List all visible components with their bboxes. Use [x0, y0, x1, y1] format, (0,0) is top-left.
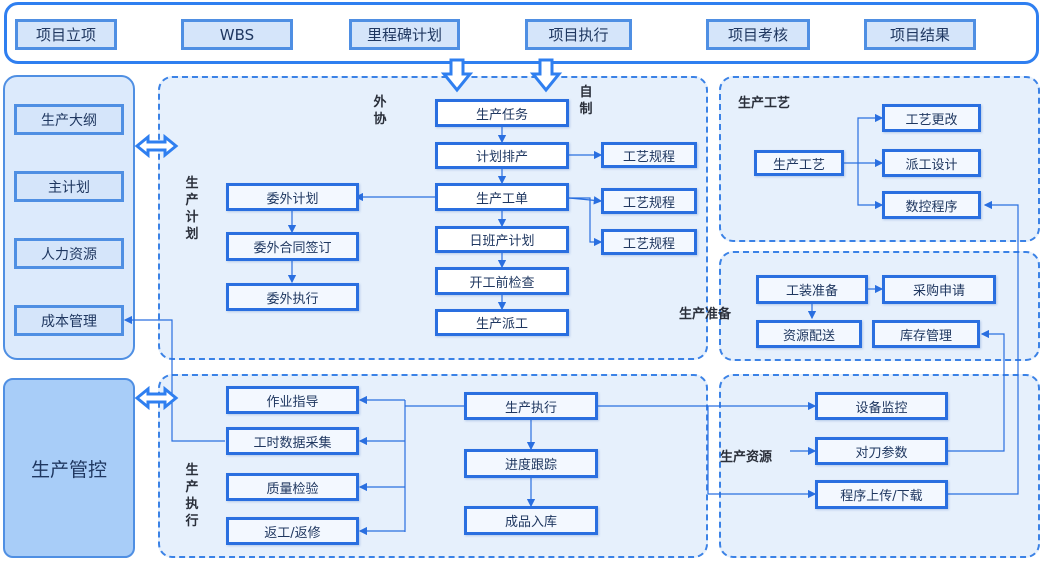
node-production-execution[interactable]: 生产执行 — [464, 392, 598, 420]
left-item-production-outline[interactable]: 生产大纲 — [14, 104, 124, 135]
outsource-label: 外协 — [373, 95, 387, 127]
node-resource-delivery[interactable]: 资源配送 — [756, 320, 862, 348]
nav-wbs[interactable]: WBS — [181, 19, 293, 50]
node-outsource-contract[interactable]: 委外合同签订 — [226, 232, 359, 261]
nav-project-initiation[interactable]: 项目立项 — [15, 19, 117, 50]
left-item-human-resources[interactable]: 人力资源 — [14, 238, 124, 269]
node-work-instruction[interactable]: 作业指导 — [226, 386, 359, 414]
node-production-process[interactable]: 生产工艺 — [754, 150, 844, 176]
node-equipment-monitoring[interactable]: 设备监控 — [815, 392, 948, 420]
node-dispatch-design[interactable]: 派工设计 — [882, 149, 981, 177]
node-production-order[interactable]: 生产工单 — [435, 183, 569, 211]
self-made-label: 自制 — [579, 85, 593, 117]
production-prep-label: 生产准备 — [679, 307, 732, 322]
production-plan-panel — [158, 76, 708, 360]
node-program-upload-download[interactable]: 程序上传/下载 — [815, 480, 948, 509]
production-resource-label: 生产资源 — [720, 450, 773, 465]
left-item-master-plan[interactable]: 主计划 — [14, 171, 124, 202]
node-tool-setting-parameters[interactable]: 对刀参数 — [815, 437, 948, 465]
node-purchase-request[interactable]: 采购申请 — [882, 275, 996, 304]
nav-project-assessment[interactable]: 项目考核 — [706, 19, 810, 50]
node-quality-inspection[interactable]: 质量检验 — [226, 473, 359, 501]
node-rework-repair[interactable]: 返工/返修 — [226, 517, 359, 545]
node-outsource-execution[interactable]: 委外执行 — [226, 283, 359, 311]
node-tooling-prep[interactable]: 工装准备 — [756, 275, 868, 304]
node-process-spec-1[interactable]: 工艺规程 — [601, 142, 697, 168]
node-inventory-management[interactable]: 库存管理 — [872, 320, 980, 348]
node-process-spec-3[interactable]: 工艺规程 — [601, 229, 697, 255]
nav-milestone-plan[interactable]: 里程碑计划 — [349, 19, 460, 50]
production-control-block[interactable]: 生产管控 — [3, 378, 135, 558]
node-outsource-plan[interactable]: 委外计划 — [226, 183, 359, 211]
node-work-hour-collection[interactable]: 工时数据采集 — [226, 427, 359, 455]
node-progress-tracking[interactable]: 进度跟踪 — [464, 449, 598, 478]
production-process-label: 生产工艺 — [738, 96, 791, 111]
node-process-change[interactable]: 工艺更改 — [882, 104, 981, 132]
nav-project-result[interactable]: 项目结果 — [864, 19, 976, 50]
node-daily-shift-plan[interactable]: 日班产计划 — [435, 226, 569, 253]
node-production-task[interactable]: 生产任务 — [435, 99, 569, 127]
node-planning-schedule[interactable]: 计划排产 — [435, 142, 569, 169]
node-process-spec-2[interactable]: 工艺规程 — [601, 188, 697, 214]
left-item-cost-management[interactable]: 成本管理 — [14, 305, 124, 336]
production-plan-label: 生产计划 — [185, 176, 199, 242]
node-pre-start-check[interactable]: 开工前检查 — [435, 267, 569, 295]
nav-project-execution[interactable]: 项目执行 — [525, 19, 632, 50]
node-nc-program[interactable]: 数控程序 — [882, 191, 981, 219]
node-finished-goods-storage[interactable]: 成品入库 — [464, 506, 598, 535]
node-production-dispatch[interactable]: 生产派工 — [435, 309, 569, 336]
production-exec-label: 生产执行 — [185, 463, 199, 529]
